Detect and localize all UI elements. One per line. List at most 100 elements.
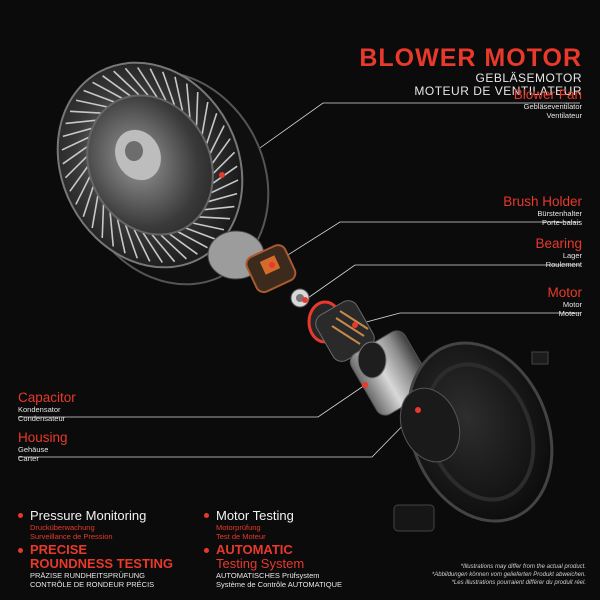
fan-blade — [75, 99, 108, 108]
fan-blade — [177, 231, 208, 249]
bullet-automatic — [204, 548, 209, 553]
fan-blade — [160, 234, 187, 260]
pressure-title: Pressure Monitoring — [30, 508, 147, 523]
housing-de: Gehäuse — [18, 445, 49, 454]
label-housing: Housing Gehäuse Carter — [18, 430, 68, 463]
fan-blade — [204, 205, 235, 211]
fan-blade — [92, 81, 123, 99]
bullet-pressure — [18, 513, 23, 518]
precise-title-1: PRECISE — [30, 542, 88, 557]
disclaimer-de: *Abbildungen können vom gelieferten Prod… — [431, 572, 586, 578]
blower-fan-marker — [219, 172, 225, 178]
label-bearing: Bearing Lager Roulement — [535, 236, 582, 269]
motor-testing-de: Motorprüfung — [216, 523, 261, 532]
fan-blade — [102, 75, 131, 97]
fan-blade — [69, 110, 101, 114]
motor-testing-title: Motor Testing — [216, 508, 294, 523]
fan-blade — [65, 119, 96, 125]
fan-blade — [113, 70, 140, 96]
motor-armature — [307, 300, 375, 362]
bearing-de: Lager — [562, 251, 582, 260]
fan-blade — [149, 68, 167, 101]
automatic-fr: Système de Contrôle AUTOMATIQUE — [216, 580, 343, 589]
automatic-de: AUTOMATISCHES Prüfsystem — [216, 571, 320, 580]
fan-blade — [209, 125, 225, 154]
disclaimer: *Illustrations may differ from the actua… — [432, 563, 586, 587]
automatic-title-1: AUTOMATIC — [216, 542, 293, 557]
fan-blade — [116, 218, 126, 254]
brush-holder-title: Brush Holder — [503, 194, 582, 209]
bullet-precise — [18, 548, 23, 553]
fan-blade — [169, 233, 198, 255]
brush-holder-marker — [269, 262, 275, 268]
capacitor-de: Kondensator — [18, 405, 61, 414]
bullet-motor-testing — [204, 513, 209, 518]
fan-blade — [151, 234, 176, 263]
fan-blade — [61, 136, 89, 151]
fan-blade — [192, 222, 225, 231]
fan-blade — [212, 151, 236, 174]
housing-title: Housing — [18, 430, 68, 445]
fan-blade — [142, 232, 163, 263]
fan-blade — [82, 186, 95, 217]
fan-blade — [208, 192, 238, 203]
fan-blade — [174, 76, 184, 112]
fan-blade — [109, 212, 115, 247]
precise-fr: CONTRÔLE DE RONDEUR PRÉCIS — [30, 580, 155, 589]
label-brush-holder: Brush Holder Bürstenhalter Porte-balais — [503, 194, 582, 227]
bearing-marker — [302, 297, 308, 303]
fan-blade — [211, 138, 231, 164]
fan-blade — [212, 165, 238, 184]
label-blower-fan: Blower Fan Gebläseventilator Ventilateur — [514, 87, 582, 120]
brush-holder-de: Bürstenhalter — [537, 209, 582, 218]
blower-fan-title: Blower Fan — [513, 87, 582, 102]
housing-marker — [415, 407, 421, 413]
title-sub-fr: MOTEUR DE VENTILATEUR — [414, 84, 582, 98]
bearing-part — [290, 288, 310, 308]
brush-holder-part — [207, 230, 297, 294]
pressure-de: Drucküberwachung — [30, 523, 95, 532]
disclaimer-fr: *Les illustrations pourraient différer d… — [451, 580, 586, 586]
fan-blade — [199, 216, 231, 220]
fan-blade — [185, 227, 217, 241]
bearing-title: Bearing — [535, 236, 582, 251]
pressure-fr: Surveillance de Pression — [30, 532, 113, 541]
fan-blade — [62, 146, 88, 165]
fan-blade — [83, 89, 115, 103]
blower-fan-wheel — [56, 61, 270, 286]
bearing-fr: Roulement — [545, 260, 582, 269]
fan-blade — [124, 224, 139, 259]
label-motor: Motor Motor Moteur — [547, 285, 582, 318]
brush-holder-fr: Porte-balais — [541, 218, 582, 227]
housing-part — [393, 341, 554, 532]
fan-blade — [124, 67, 149, 96]
motor-marker — [352, 322, 358, 328]
housing-fr: Carter — [18, 454, 39, 463]
disclaimer-en: *Illustrations may differ from the actua… — [460, 564, 586, 570]
title-sub-de: GEBLÄSEMOTOR — [475, 71, 582, 85]
automatic-title-2: Testing System — [216, 556, 305, 571]
fan-blade — [75, 176, 91, 205]
fan-blade — [161, 71, 176, 106]
motor-fr: Moteur — [558, 309, 582, 318]
blower-fan-de: Gebläseventilator — [523, 102, 582, 111]
precise-de: PRÄZISE RUNDHEITSPRÜFUNG — [30, 571, 146, 580]
feature-automatic-testing: AUTOMATIC Testing System AUTOMATISCHES P… — [216, 542, 343, 590]
motor-testing-fr: Test de Moteur — [216, 532, 266, 541]
fan-blade — [205, 113, 218, 144]
label-capacitor: Capacitor Kondensator Condensateur — [18, 390, 76, 423]
motor-title: Motor — [547, 285, 582, 300]
title-block: BLOWER MOTOR GEBLÄSEMOTOR MOTEUR DE VENT… — [359, 44, 582, 98]
fan-blade — [195, 92, 199, 126]
fan-blade — [211, 179, 239, 194]
fan-blade — [101, 204, 105, 238]
precise-title-2: ROUNDNESS TESTING — [30, 556, 174, 571]
feature-pressure-monitoring: Pressure Monitoring Drucküberwachung Sur… — [30, 508, 147, 542]
fan-blade — [62, 127, 92, 138]
fan-blade — [137, 67, 158, 98]
motor-de: Motor — [562, 300, 582, 309]
page-title: BLOWER MOTOR — [359, 44, 582, 72]
blower-fan-fr: Ventilateur — [546, 111, 582, 120]
fan-blade — [185, 83, 191, 118]
